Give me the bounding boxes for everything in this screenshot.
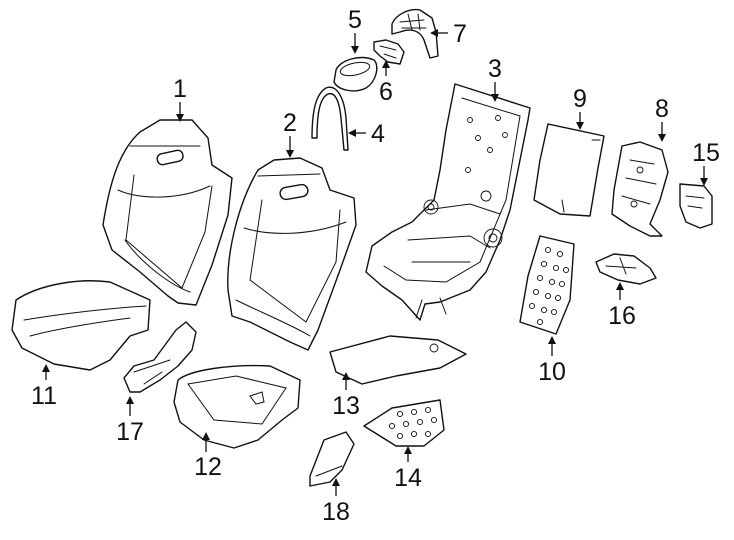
part-15-small-bracket[interactable]	[679, 183, 713, 229]
callout-6: 6	[379, 78, 393, 106]
callout-9: 9	[573, 85, 587, 113]
part-12-cushion-cover[interactable]	[173, 364, 301, 449]
callout-11: 11	[31, 382, 57, 410]
part-10-perforated-panel[interactable]	[519, 235, 575, 335]
callout-labels: 1 2 3 4 5 6 7 8 9 10 11 12 13 14 15 16 1…	[31, 6, 720, 526]
callout-16: 16	[608, 302, 636, 330]
part-6-trim-clip[interactable]	[373, 39, 405, 65]
part-1-seat-back-cover[interactable]	[102, 119, 233, 306]
callout-18: 18	[322, 498, 350, 526]
part-14-lower-pad[interactable]	[363, 399, 445, 447]
part-8-back-bracket[interactable]	[611, 141, 669, 237]
part-13-heater-pad[interactable]	[329, 335, 467, 385]
callout-13: 13	[332, 392, 360, 420]
callout-1: 1	[173, 75, 187, 103]
callout-15: 15	[692, 139, 720, 167]
part-11-seat-cushion[interactable]	[11, 280, 151, 371]
part-7-upper-bezel[interactable]	[391, 8, 439, 59]
callout-2: 2	[283, 109, 297, 137]
callout-4: 4	[371, 120, 385, 148]
callout-5: 5	[348, 6, 362, 34]
callout-10: 10	[538, 358, 566, 386]
part-16-mounting-clip[interactable]	[595, 253, 657, 285]
part-9-back-panel[interactable]	[533, 123, 605, 217]
part-17-side-shield[interactable]	[123, 321, 197, 393]
leader-lines	[42, 29, 708, 496]
callout-14: 14	[394, 464, 422, 492]
callout-17: 17	[116, 418, 144, 446]
callout-3: 3	[488, 55, 502, 83]
part-4-headrest-guide[interactable]	[311, 86, 349, 151]
callout-8: 8	[655, 95, 669, 123]
part-3-seat-frame[interactable]	[365, 83, 531, 321]
part-5-headrest-collar[interactable]	[333, 56, 378, 92]
callout-12: 12	[194, 453, 222, 481]
part-18-trim-panel[interactable]	[309, 431, 355, 487]
callout-7: 7	[453, 20, 467, 48]
part-2-seat-back-trim[interactable]	[227, 157, 357, 351]
